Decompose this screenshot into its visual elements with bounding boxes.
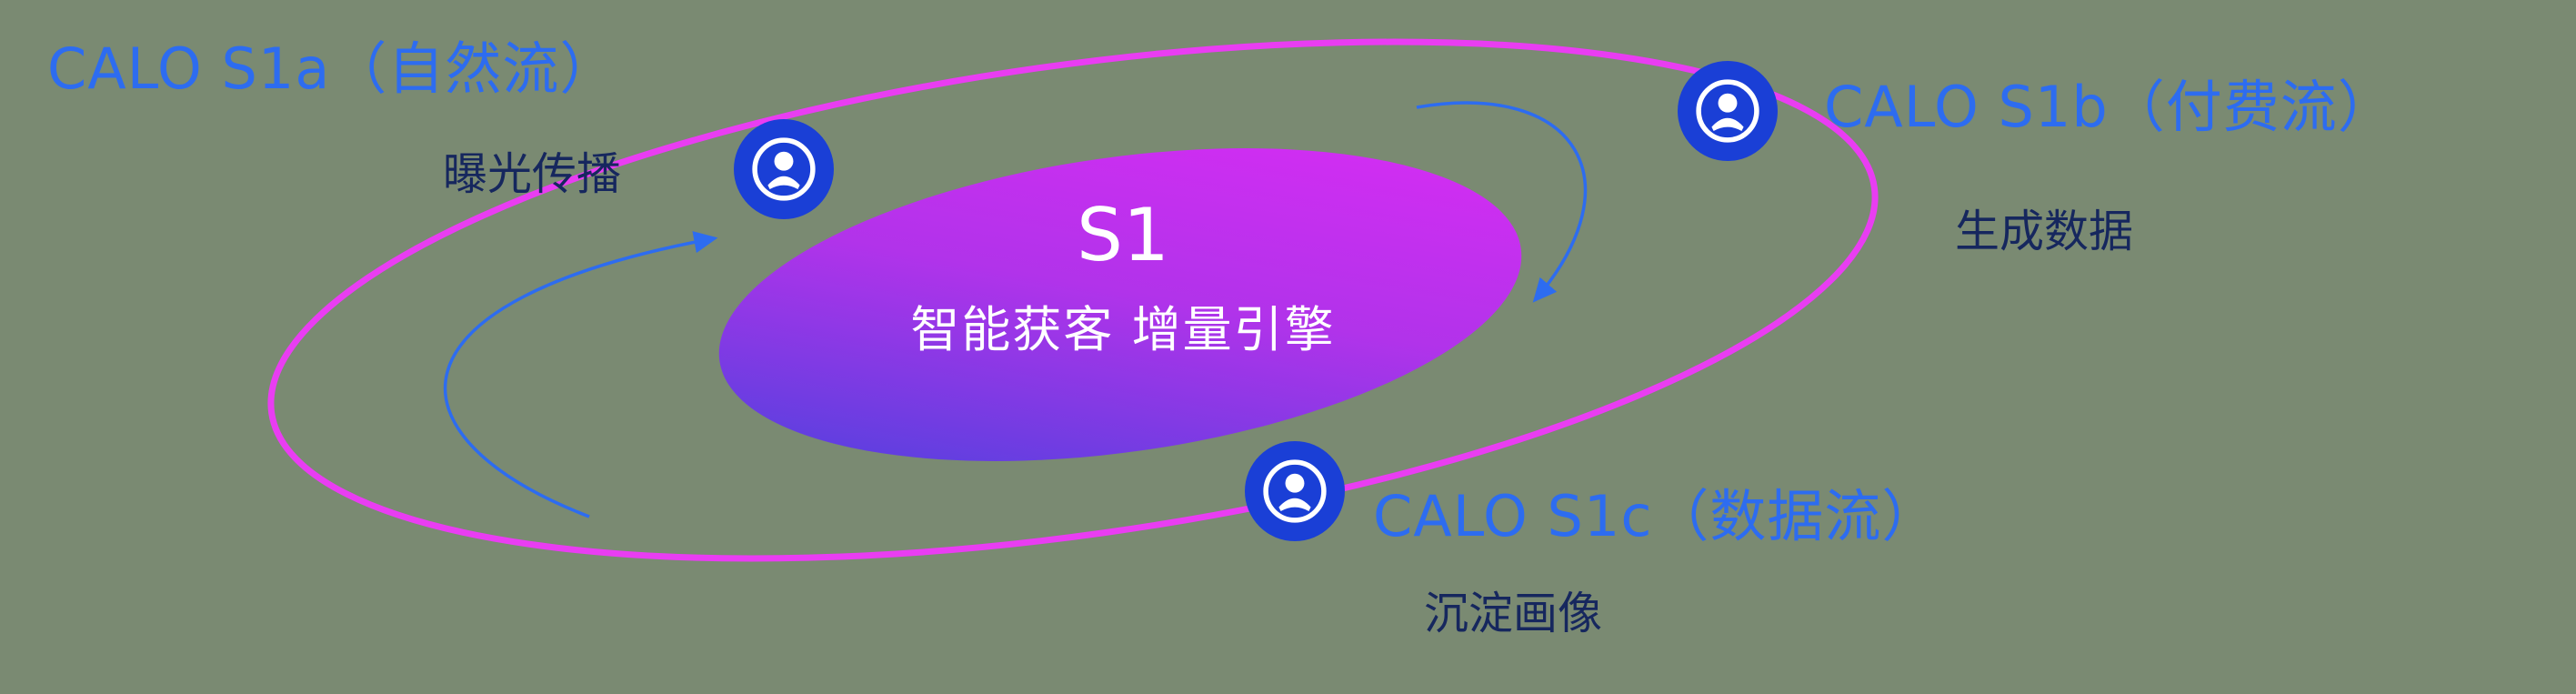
label-calo-s1b: CALO S1b（付费流）	[1824, 74, 2395, 140]
sublabel-s1a: 曝光传播	[443, 148, 622, 200]
center-subtitle: 智能获客 增量引擎	[910, 301, 1336, 358]
arrow-left-curve	[444, 231, 718, 518]
orbit-ellipse	[267, 38, 1879, 562]
center-ellipse	[718, 148, 1522, 461]
label-calo-s1c: CALO S1c（数据流）	[1373, 483, 1940, 549]
user-icon	[1245, 441, 1345, 541]
label-calo-s1a: CALO S1a（自然流）	[47, 35, 617, 102]
user-icon	[1678, 61, 1778, 161]
center-title: S1	[1077, 193, 1169, 277]
arrow-right-curve	[1416, 101, 1587, 303]
sublabel-s1c: 沉淀画像	[1424, 588, 1603, 639]
sublabel-s1b: 生成数据	[1955, 206, 2134, 257]
user-icon	[734, 119, 834, 219]
